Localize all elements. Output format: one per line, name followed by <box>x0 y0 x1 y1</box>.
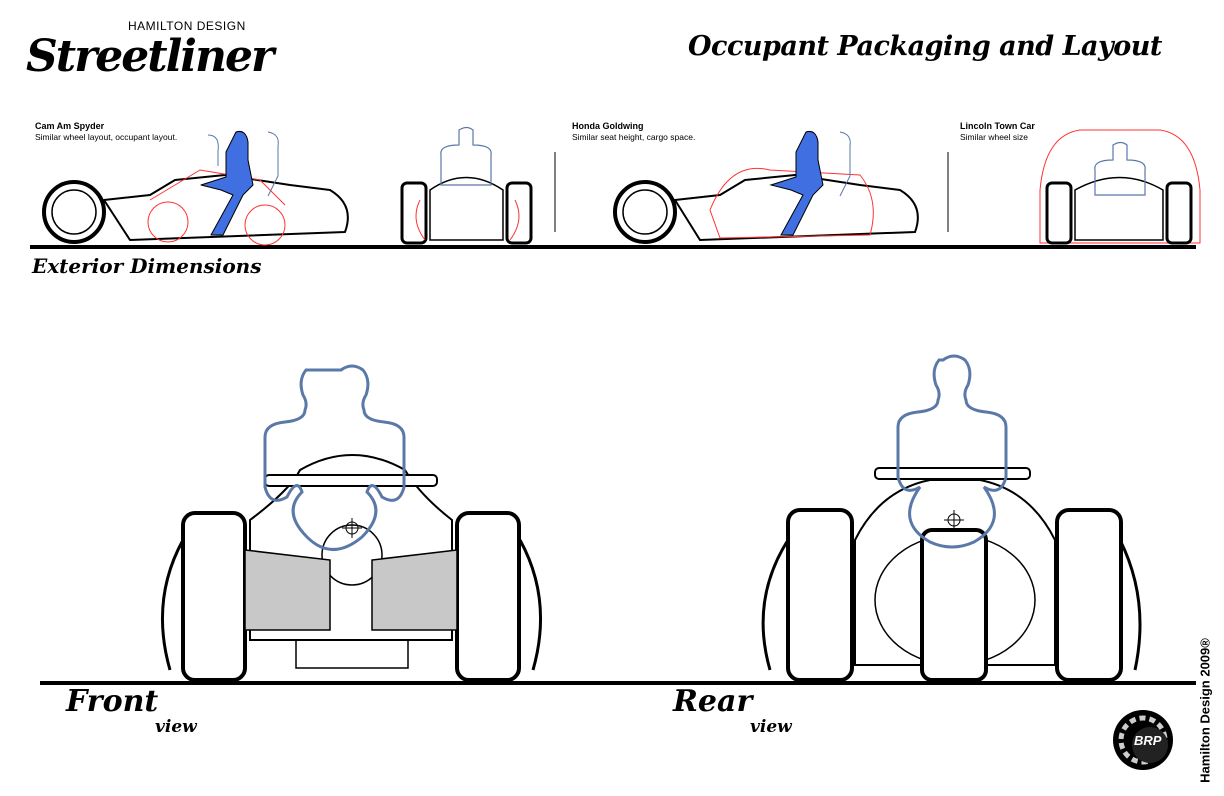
rear-right-wheel <box>1055 508 1123 682</box>
side-view-goldwing <box>613 131 919 244</box>
caption-towncar: Lincoln Town Car Similar wheel size <box>960 121 1035 142</box>
caption-text: Similar seat height, cargo space. <box>572 131 696 142</box>
front-view-large <box>161 364 542 682</box>
caption-spyder: Cam Am Spyder Similar wheel layout, occu… <box>35 121 177 142</box>
brand-logo-text: Streetliner <box>26 31 274 82</box>
rear-view-sublabel: view <box>750 717 792 737</box>
brp-logo <box>1113 710 1173 770</box>
caption-text: Similar wheel size <box>960 131 1029 142</box>
caption-goldwing: Honda Goldwing Similar seat height, carg… <box>572 121 695 142</box>
front-view-small-spyder <box>400 126 533 245</box>
brand-subtitle: HAMILTON DESIGN <box>128 19 246 33</box>
rear-view-label: Rear <box>673 684 753 719</box>
caption-text: Similar wheel layout, occupant layout. <box>35 131 178 142</box>
front-right-wheel <box>455 511 521 682</box>
page-title: Occupant Packaging and Layout <box>688 31 1162 62</box>
caption-title: Lincoln Town Car <box>960 121 1035 131</box>
copyright-text: Hamilton Design 2009® <box>1197 638 1213 783</box>
front-left-wheel <box>181 511 247 682</box>
section-exterior-dimensions: Exterior Dimensions <box>32 254 262 278</box>
caption-title: Honda Goldwing <box>572 121 644 131</box>
front-view-sublabel: view <box>155 717 197 737</box>
caption-title: Cam Am Spyder <box>35 121 105 131</box>
brp-logo-text: BRP <box>1134 733 1162 748</box>
front-view-small-towncar <box>1039 129 1201 245</box>
side-view-spyder <box>42 131 349 246</box>
rear-view-large <box>761 354 1142 682</box>
rear-center-wheel <box>920 528 988 682</box>
rear-left-wheel <box>786 508 854 682</box>
front-view-label: Front <box>66 684 159 719</box>
